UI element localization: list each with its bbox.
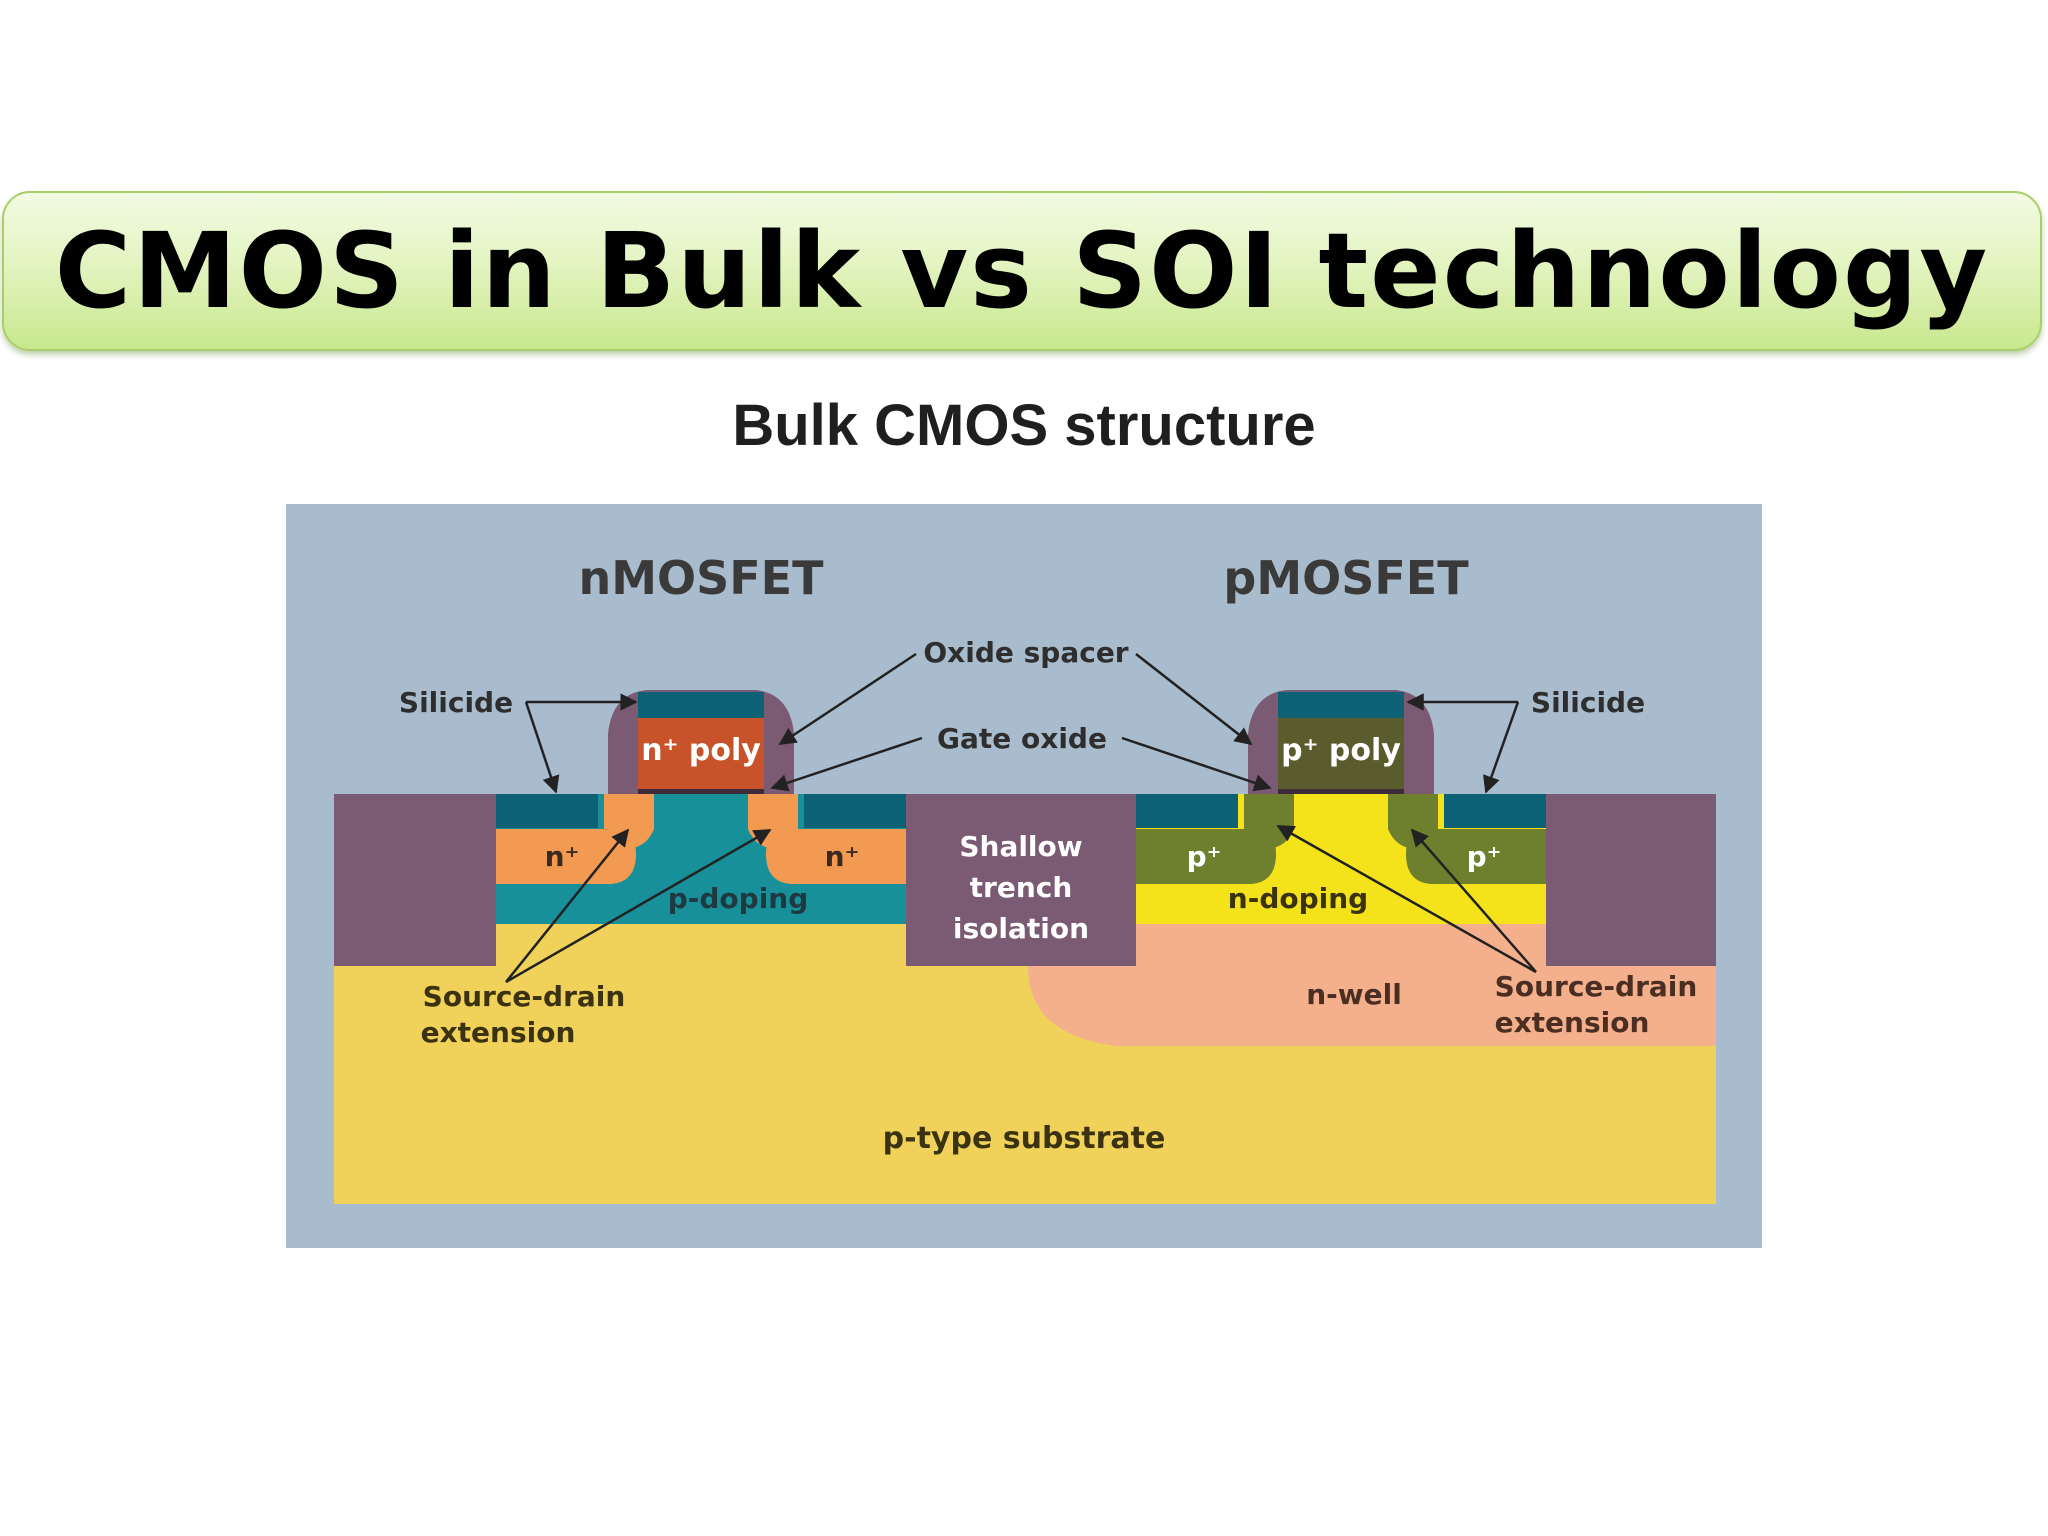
slide-title: CMOS in Bulk vs SOI technology <box>54 210 1990 332</box>
nmosfet-label: nMOSFET <box>579 551 825 605</box>
n-plus-right-region <box>766 829 906 884</box>
oxide-spacer-label: Oxide spacer <box>923 636 1128 669</box>
leader-gate-oxide-n <box>770 736 923 792</box>
leader-oxide-spacer-p <box>1135 653 1253 746</box>
silicide-n-source <box>496 794 598 828</box>
sde-right-line1: Source-drain <box>1495 970 1698 1003</box>
sti-right <box>1546 794 1716 966</box>
silicide-p-drain <box>1444 794 1546 828</box>
sti-left <box>334 794 496 966</box>
leader-silicide-left-sd <box>524 701 560 794</box>
sde-left-line2: extension <box>421 1016 576 1049</box>
n-plus-right-label: n⁺ <box>825 840 860 873</box>
n-well-region <box>996 924 1716 1046</box>
n-gate-silicide <box>638 692 764 718</box>
p-gate-silicide <box>1278 692 1404 718</box>
sti-label-line3: isolation <box>953 912 1089 945</box>
substrate-label: p-type substrate <box>883 1121 1166 1156</box>
p-gate-oxide <box>1278 789 1404 794</box>
n-gate-oxide <box>638 789 764 794</box>
silicide-p-source <box>1136 794 1238 828</box>
silicide-left-label: Silicide <box>399 686 513 719</box>
title-banner: CMOS in Bulk vs SOI technology <box>2 191 2042 351</box>
p-doping-label: p-doping <box>668 882 809 915</box>
n-plus-left-region <box>496 829 636 884</box>
p-plus-left-region <box>1136 829 1276 884</box>
p-plus-left-label: p⁺ <box>1187 840 1222 873</box>
cmos-cross-section: nMOSFET pMOSFET Oxide spacer Gate oxide … <box>286 504 1762 1248</box>
gate-oxide-label: Gate oxide <box>937 722 1107 755</box>
n-plus-left-label: n⁺ <box>545 840 580 873</box>
p-plus-right-label: p⁺ <box>1467 840 1502 873</box>
sti-label-line2: trench <box>970 871 1073 904</box>
n-well-label: n-well <box>1306 978 1402 1011</box>
sti-label-line1: Shallow <box>959 830 1082 863</box>
leader-sde-left-1 <box>505 828 630 983</box>
bulk-cmos-diagram: nMOSFET pMOSFET Oxide spacer Gate oxide … <box>286 504 1762 1248</box>
p-plus-right-region <box>1406 829 1546 884</box>
leader-silicide-right-sd <box>1483 701 1520 794</box>
leader-sde-right-2 <box>1410 828 1537 973</box>
leader-sde-right-1 <box>1276 824 1537 974</box>
pmosfet-label: pMOSFET <box>1223 551 1469 605</box>
leader-gate-oxide-p <box>1121 736 1272 792</box>
leader-oxide-spacer-n <box>778 652 917 746</box>
sde-right-line2: extension <box>1495 1006 1650 1039</box>
n-doping-label: n-doping <box>1228 882 1368 915</box>
silicide-right-label: Silicide <box>1531 686 1645 719</box>
diagram-subtitle: Bulk CMOS structure <box>732 393 1316 458</box>
silicide-n-drain <box>804 794 906 828</box>
p-poly-label: p⁺ poly <box>1281 733 1401 768</box>
sde-left-line1: Source-drain <box>423 980 626 1013</box>
n-poly-label: n⁺ poly <box>641 733 761 768</box>
sti-center <box>906 794 1136 966</box>
leader-sde-left-2 <box>505 828 772 984</box>
